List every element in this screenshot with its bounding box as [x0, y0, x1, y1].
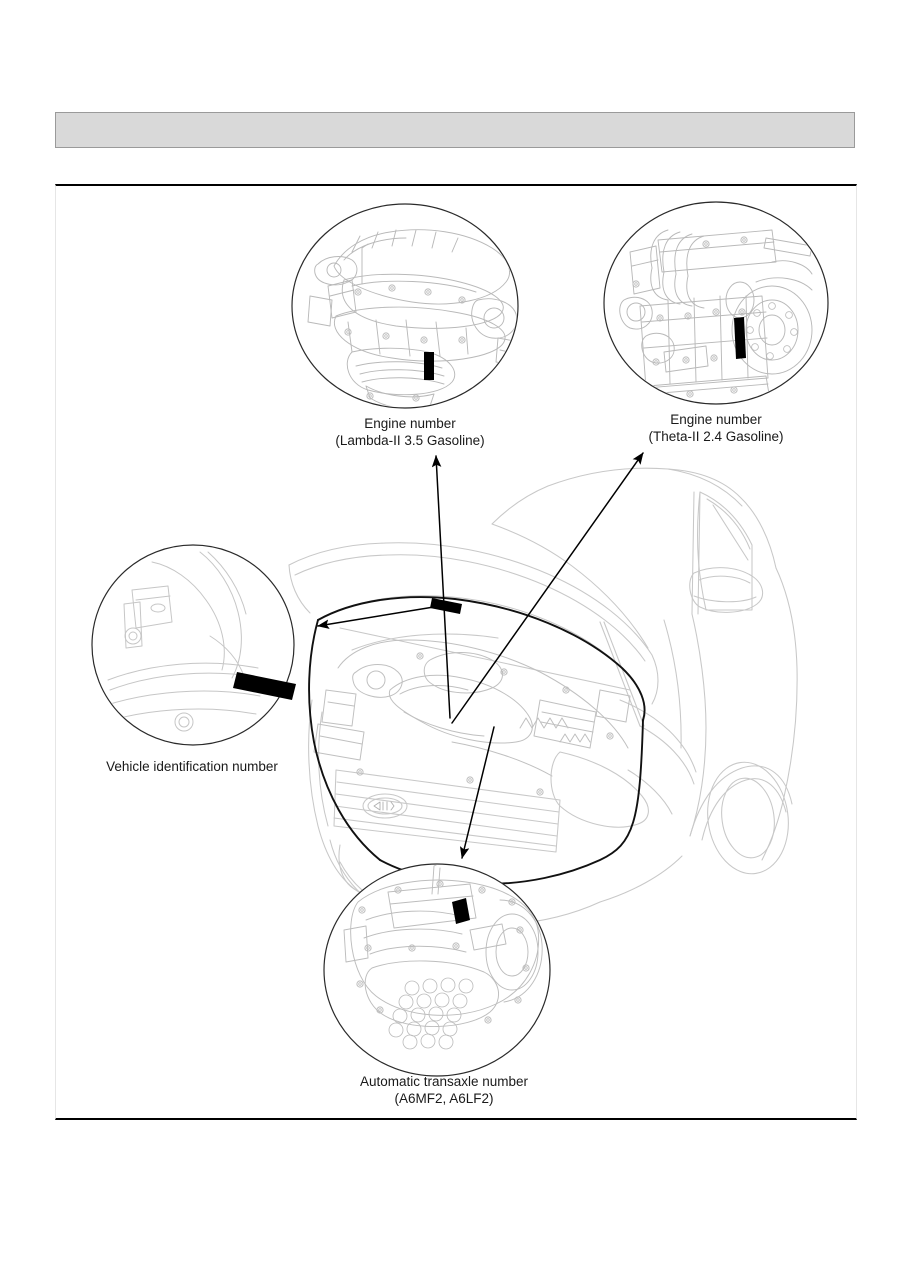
- caption-engine-lambda: Engine number (Lambda-II 3.5 Gasoline): [270, 415, 550, 449]
- caption-engine-theta-title: Engine number: [670, 412, 762, 427]
- caption-engine-lambda-title: Engine number: [364, 416, 456, 431]
- caption-transaxle-subtitle: (A6MF2, A6LF2): [394, 1091, 494, 1106]
- caption-automatic-transaxle: Automatic transaxle number (A6MF2, A6LF2…: [308, 1073, 580, 1107]
- caption-engine-lambda-subtitle: (Lambda-II 3.5 Gasoline): [335, 433, 485, 448]
- figure-frame: [55, 184, 857, 1120]
- caption-vehicle-identification-number: Vehicle identification number: [62, 758, 322, 775]
- section-header-bar: [55, 112, 855, 148]
- caption-engine-theta: Engine number (Theta-II 2.4 Gasoline): [592, 411, 840, 445]
- caption-engine-theta-subtitle: (Theta-II 2.4 Gasoline): [648, 429, 784, 444]
- caption-vin-title: Vehicle identification number: [106, 759, 278, 774]
- caption-transaxle-title: Automatic transaxle number: [359, 1074, 529, 1089]
